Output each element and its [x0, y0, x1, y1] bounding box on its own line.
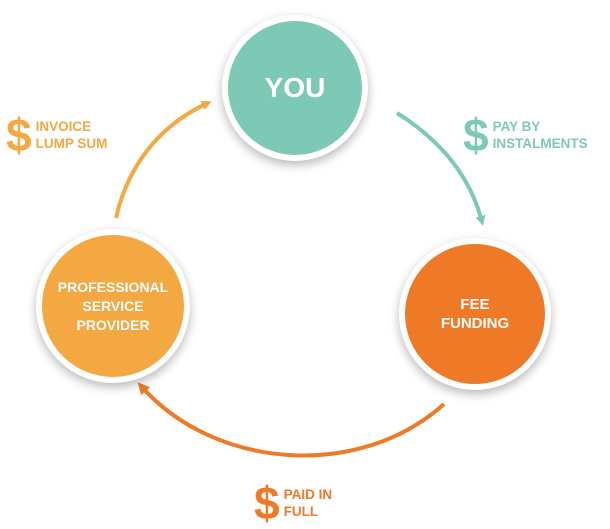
arrow-you-to-fee [395, 111, 486, 226]
arrow-fee-to-provider [137, 382, 446, 458]
service-provider-node: PROFESSIONAL SERVICE PROVIDER [36, 229, 190, 383]
service-provider-label: PROFESSIONAL SERVICE PROVIDER [57, 278, 169, 333]
pay-text: PAY BY INSTALMENTS [492, 119, 588, 151]
paid-text: PAID IN FULL [283, 487, 333, 519]
you-node: YOU [222, 15, 368, 161]
paid-flow-label: $ PAID IN FULL [254, 480, 332, 526]
dollar-icon: $ [254, 477, 280, 529]
fee-funding-node: FEE FUNDING [399, 238, 551, 390]
fee-funding-label: FEE FUNDING [440, 296, 510, 332]
dollar-icon: $ [6, 109, 32, 161]
dollar-icon: $ [463, 109, 489, 161]
arrow-provider-to-you [114, 100, 212, 219]
invoice-text: INVOICE LUMP SUM [35, 119, 108, 151]
invoice-flow-label: $ INVOICE LUMP SUM [6, 112, 107, 158]
pay-flow-label: $ PAY BY INSTALMENTS [463, 112, 588, 158]
you-label: YOU [264, 72, 326, 103]
